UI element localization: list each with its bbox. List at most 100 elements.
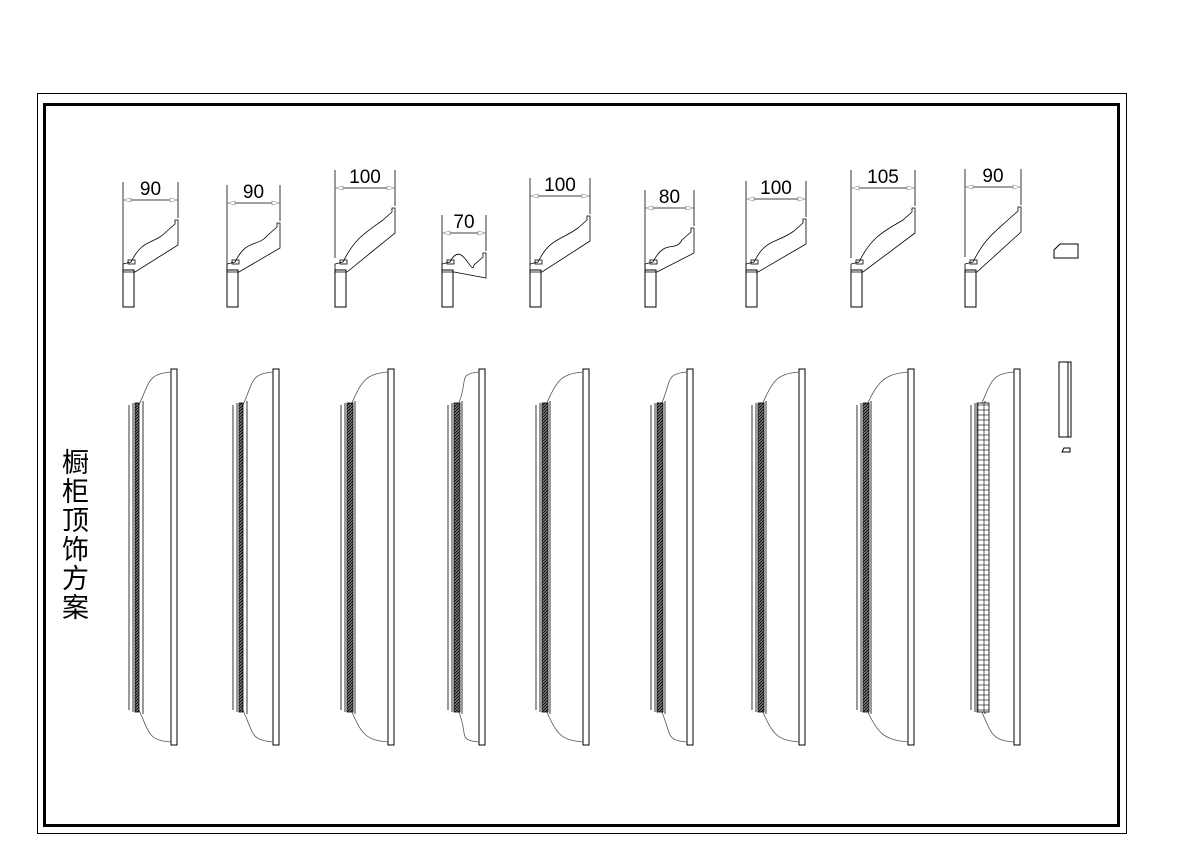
width-label: 90	[140, 179, 161, 200]
front-elevation	[128, 368, 178, 746]
crown-front-band	[1013, 368, 1021, 746]
width-label: 105	[867, 167, 899, 188]
front-elevation	[650, 368, 694, 746]
front-elevation	[340, 368, 395, 746]
molding-column-1: 90	[122, 179, 179, 746]
cabinet-side-post	[441, 269, 454, 308]
cabinet-side-post	[334, 269, 347, 308]
molding-profile	[745, 218, 807, 273]
crown-front-band	[907, 368, 915, 746]
profile-bead	[231, 259, 240, 265]
profile-bead	[127, 259, 136, 265]
cove-curve	[866, 371, 909, 743]
arrow-icon	[745, 196, 807, 202]
crown-front-band	[478, 368, 486, 746]
molding-profile	[122, 219, 179, 273]
profile-section	[334, 207, 396, 308]
crown-front-band	[798, 368, 806, 746]
dimension: 90	[122, 179, 179, 270]
dimension: 70	[441, 212, 487, 303]
arrow-icon	[964, 184, 1022, 190]
dimension: 100	[334, 167, 396, 258]
width-label: 80	[659, 187, 680, 208]
molding-profile	[644, 227, 695, 273]
profile-bead	[855, 259, 864, 265]
profile-section	[122, 219, 179, 308]
cove-curve	[545, 371, 584, 743]
decor-strip-dentil-large	[976, 402, 990, 713]
arrow-icon	[226, 200, 281, 206]
small-profile-section	[1053, 243, 1079, 259]
front-elevation	[447, 368, 486, 746]
decor-strip-carved-band	[862, 402, 870, 713]
arrow-icon	[441, 230, 487, 236]
crown-front-band	[170, 368, 178, 746]
dimension: 105	[850, 167, 916, 258]
cove-curve	[980, 371, 1015, 743]
cove-curve	[138, 371, 172, 743]
crown-front-band	[272, 368, 280, 746]
profile-bead	[969, 259, 978, 265]
decor-strip-carved	[656, 402, 664, 713]
drawing-title: 橱柜顶饰方案	[57, 448, 88, 622]
cabinet-side-post	[644, 269, 657, 308]
width-label: 70	[453, 212, 474, 233]
arrow-icon	[644, 205, 695, 211]
dimension: 90	[226, 182, 281, 273]
molding-profile	[226, 222, 281, 273]
crown-front-band	[582, 368, 590, 746]
dimension: 100	[745, 178, 807, 269]
profile-bead	[750, 259, 759, 265]
molding-profile	[529, 215, 591, 273]
profile-section	[644, 227, 695, 308]
profile-section	[745, 218, 807, 308]
cove-curve	[242, 371, 274, 743]
front-elevation	[535, 368, 590, 746]
cabinet-side-post	[850, 269, 863, 308]
arrow-icon	[529, 193, 591, 199]
arrow-icon	[122, 197, 179, 203]
width-label: 90	[982, 166, 1003, 187]
molding-column-3: 100	[334, 167, 396, 746]
profile-section	[529, 215, 591, 308]
decor-strip-dentil-fine	[757, 402, 765, 713]
decor-strip-carved	[346, 402, 354, 713]
dimension: 90	[964, 166, 1022, 257]
profile-section	[850, 207, 916, 308]
cove-curve	[761, 371, 800, 743]
dimension: 100	[529, 175, 591, 266]
profile-bead	[649, 259, 658, 265]
decor-strip-beaded	[453, 402, 461, 713]
profile-bead	[339, 259, 348, 265]
width-label: 100	[349, 167, 381, 188]
front-elevation	[856, 368, 915, 746]
profile-bead	[446, 259, 455, 265]
front-elevation	[232, 368, 280, 746]
inner-border	[43, 103, 1120, 827]
molding-profile	[334, 207, 396, 273]
arrow-icon	[334, 185, 396, 191]
cabinet-side-post	[745, 269, 758, 308]
cove-curve	[660, 371, 688, 743]
molding-column-8: 105	[850, 167, 916, 746]
molding-column-5: 100	[529, 175, 591, 746]
profile-bead	[534, 259, 543, 265]
molding-column-4: 70	[441, 212, 487, 746]
molding-column-6: 80	[644, 187, 695, 746]
width-label: 90	[243, 182, 264, 203]
dentil-block-elevation	[1058, 361, 1072, 438]
profile-section	[441, 252, 487, 308]
molding-column-9: 90	[964, 166, 1022, 746]
width-label: 100	[544, 175, 576, 196]
decor-strip-plain	[134, 402, 140, 713]
cabinet-side-post	[529, 269, 542, 308]
cove-curve	[350, 371, 389, 743]
dimension: 80	[644, 187, 695, 278]
molding-column-7: 100	[745, 178, 807, 746]
decor-strip-hatched	[541, 402, 549, 713]
cabinet-side-post	[226, 269, 239, 308]
width-label: 100	[760, 178, 792, 199]
crown-front-band	[387, 368, 395, 746]
side-detail	[1053, 243, 1079, 453]
